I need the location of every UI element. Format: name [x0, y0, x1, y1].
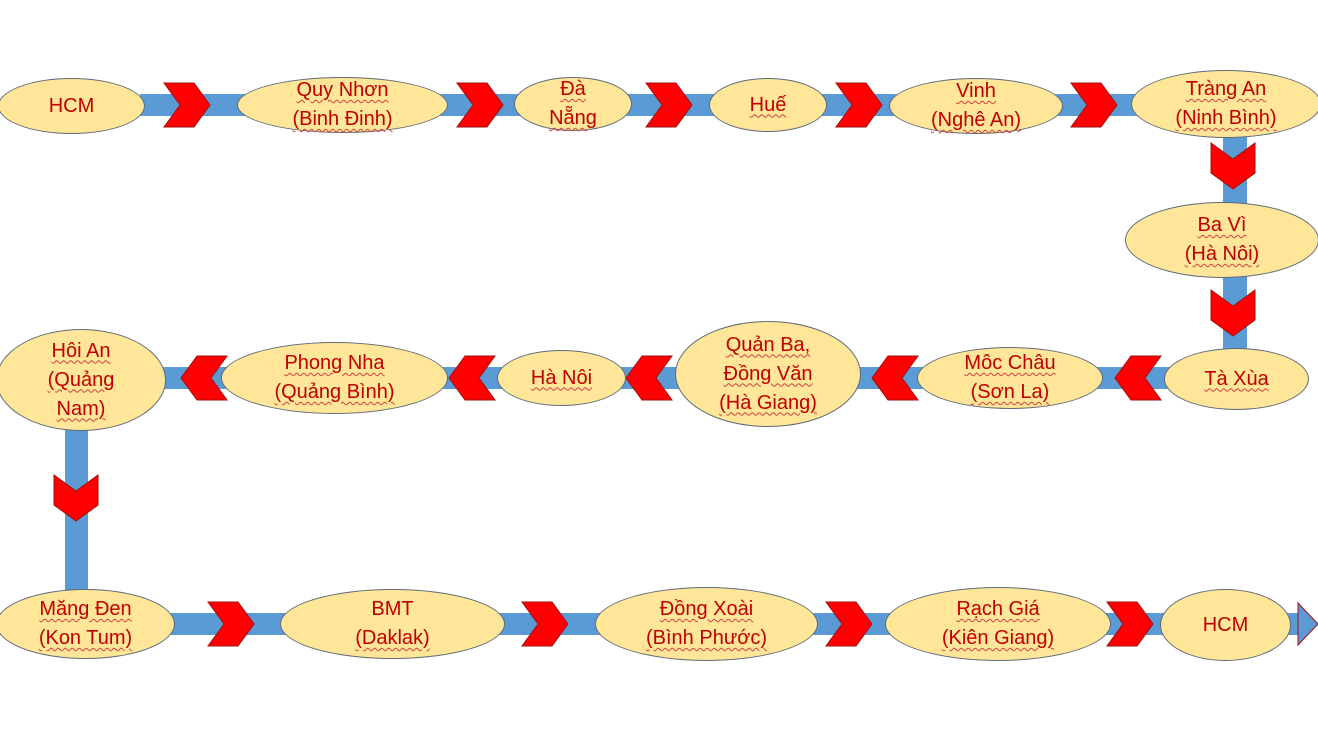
chevron-right-icon	[645, 82, 693, 128]
node-ta-xua: Tà Xùa	[1164, 348, 1309, 410]
node-label: Phong Nha	[284, 352, 385, 374]
node-hcm-start: HCM	[0, 78, 145, 134]
node-label: Đồng Xoài	[659, 598, 754, 620]
node-ba-vi: Ba Vì (Hà Nôi)	[1125, 202, 1318, 278]
chevron-left-icon	[448, 355, 496, 401]
node-da-nang: Đà Nẵng	[514, 77, 632, 131]
node-label: (Sơn La)	[970, 381, 1050, 403]
node-ha-noi: Hà Nôi	[497, 350, 626, 406]
node-label: Môc Châu	[964, 352, 1056, 374]
chevron-right-icon	[207, 601, 255, 647]
node-rach-gia: Rạch Giá (Kiên Giang)	[885, 587, 1111, 661]
node-label: Nẵng	[549, 107, 597, 129]
node-vinh: Vinh (Nghê An)	[889, 78, 1063, 134]
node-label: (Quảng Bình)	[274, 381, 395, 403]
chevron-right-icon	[835, 82, 883, 128]
node-label: (Kiên Giang)	[941, 627, 1055, 649]
node-label: (Hà Nôi)	[1184, 243, 1260, 265]
node-dong-xoai: Đồng Xoài (Bình Phước)	[595, 587, 818, 661]
node-label: Tràng An	[1185, 78, 1267, 100]
chevron-left-icon	[625, 355, 673, 401]
node-label: Vinh	[956, 80, 996, 102]
chevron-down-icon	[1210, 289, 1256, 337]
node-label: (Ninh Bình)	[1175, 107, 1277, 129]
node-label: (Quảng	[47, 368, 115, 391]
chevron-right-icon	[825, 601, 873, 647]
node-label: (Binh Đinh)	[292, 108, 393, 130]
chevron-right-icon	[163, 82, 211, 128]
chevron-down-icon	[1210, 142, 1256, 190]
node-label: (Nghê An)	[930, 109, 1022, 131]
node-mang-den: Măng Đen (Kon Tum)	[0, 589, 175, 659]
node-hue: Huế	[709, 78, 827, 132]
node-phong-nha: Phong Nha (Quảng Bình)	[221, 342, 448, 414]
node-quan-ba: Quản Ba, Đồng Văn (Hà Giang)	[675, 321, 861, 427]
node-label: Hà Nôi	[530, 366, 593, 389]
node-label: Rạch Giá	[956, 598, 1040, 620]
node-label: HCM	[48, 94, 95, 117]
node-label: (Daklak)	[355, 627, 430, 649]
chevron-right-icon	[1070, 82, 1118, 128]
chevron-left-icon	[871, 355, 919, 401]
node-moc-chau: Môc Châu (Sơn La)	[917, 347, 1103, 409]
node-label: Hôi An	[51, 339, 111, 362]
node-label: (Kon Tum)	[38, 627, 133, 649]
node-label: HCM	[1202, 613, 1249, 636]
node-label: Nam)	[56, 397, 106, 420]
node-hoi-an: Hôi An (Quảng Nam)	[0, 329, 166, 431]
node-label: Huế	[749, 93, 787, 116]
chevron-right-icon	[1106, 601, 1154, 647]
chevron-left-icon	[1114, 355, 1162, 401]
node-hcm-end: HCM	[1160, 589, 1291, 661]
node-trang-an: Tràng An (Ninh Bình)	[1131, 70, 1318, 138]
node-label: (Bình Phước)	[646, 627, 767, 649]
node-label: Măng Đen	[39, 598, 132, 620]
chevron-right-icon	[456, 82, 504, 128]
node-label: Đồng Văn	[723, 362, 813, 385]
node-label: Quản Ba,	[725, 333, 811, 356]
chevron-right-icon	[521, 601, 569, 647]
chevron-left-icon	[180, 355, 228, 401]
chevron-down-icon	[53, 474, 99, 522]
node-label: Tà Xùa	[1204, 367, 1269, 390]
node-label: (Hà Giang)	[719, 391, 817, 414]
node-label: Ba Vì	[1197, 214, 1247, 236]
arrowhead-icon	[1297, 601, 1318, 647]
node-quy-nhon: Quy Nhơn (Binh Đinh)	[237, 77, 448, 133]
node-label: Đà	[560, 78, 586, 100]
node-label: BMT	[371, 598, 414, 620]
node-bmt: BMT (Daklak)	[280, 589, 505, 659]
node-label: Quy Nhơn	[296, 79, 389, 101]
